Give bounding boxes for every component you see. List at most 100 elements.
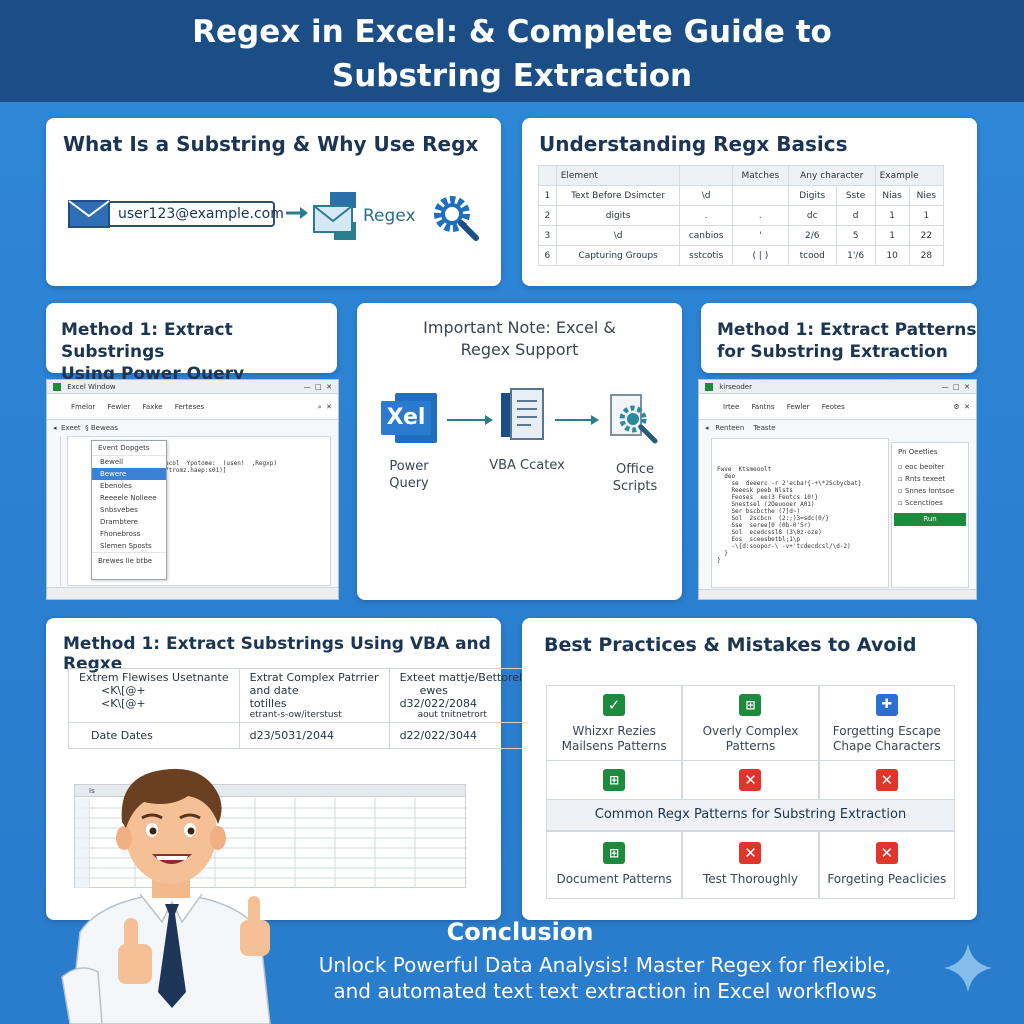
menu-item[interactable]: Ebenoles	[100, 482, 132, 490]
panel-item[interactable]: ▫ Snnes lontsoe	[898, 487, 955, 495]
practice-cell: ✚ Forgetting Escape Chape Characters	[818, 685, 955, 761]
excel-icon-text: Xel	[381, 401, 431, 435]
conclusion-text: Unlock Powerful Data Analysis! Master Re…	[300, 952, 910, 1004]
panel-item-label: eoc beoiter	[904, 463, 945, 471]
regex-label: Regex	[363, 206, 416, 226]
x-icon: ✕	[875, 842, 898, 864]
menu-item[interactable]: Fhonebross	[100, 530, 141, 538]
table-cell: Any character	[787, 165, 876, 186]
practice-text: Patterns	[725, 739, 776, 753]
table-cell: Extrat Complex Patrrier and date totille…	[238, 668, 390, 723]
arrow-right-icon	[555, 415, 599, 425]
cell-text: ewes	[419, 684, 448, 697]
menu-item[interactable]: Snbsvebes	[100, 506, 138, 514]
menu-item-selected[interactable]: Bewere	[92, 468, 166, 480]
panel-title: Pn Oeetlies	[898, 448, 938, 456]
panel-item-label: Rnts texeet	[904, 475, 946, 483]
panel-item[interactable]: ▫ eoc beoiter	[898, 463, 945, 471]
envelope-regex-icon	[313, 192, 356, 240]
table-cell: Text Before Dsimcter	[555, 185, 681, 206]
practice-row: ✓ Whizxr Rezies Mailsens Patterns ⊞ Over…	[546, 685, 955, 761]
menu-item[interactable]: Bewell	[100, 458, 124, 466]
menu-footer[interactable]: Brewes lie btbe	[92, 552, 166, 569]
sparkle-icon	[944, 944, 992, 992]
table-cell: digits	[555, 205, 681, 226]
table-header-row: Element Matches Any character Example	[538, 165, 945, 186]
regex-basics-table: Element Matches Any character Example 1 …	[538, 165, 945, 266]
table-cell: 5	[835, 225, 876, 246]
table-row: 6 Capturing Groups sstcotis ( | ) tcood …	[538, 245, 945, 266]
vba-examples-table: Extrem Flewises Usetnante <K\[@+ <K\[@+ …	[68, 668, 534, 749]
menu-item[interactable]: Reeeele Nolleee	[100, 494, 157, 502]
table-cell: 1	[538, 185, 557, 206]
cell-text: d32/022/2084	[399, 697, 477, 710]
ribbon-tab[interactable]: Ferteses	[174, 403, 205, 411]
practice-text: Mailsens Patterns	[561, 739, 667, 753]
code-area	[711, 438, 889, 588]
excel-logo-icon	[705, 383, 713, 391]
ribbon-tab[interactable]: Fewler	[786, 403, 810, 411]
practice-cell: ⊞ Overly Complex Patterns	[682, 685, 819, 761]
table-cell: 2/6	[787, 225, 837, 246]
search-icon[interactable]: ⌕ ✕	[317, 403, 332, 411]
table-cell: Nies	[908, 185, 945, 206]
menu-item[interactable]: Drambtere	[100, 518, 138, 526]
table-cell: Extrem Flewises Usetnante <K\[@+ <K\[@+	[68, 668, 240, 723]
table-cell: .	[679, 205, 733, 226]
vba-document-icon	[501, 388, 544, 440]
cell-text: totilles	[249, 697, 287, 710]
practice-cell: ⊞ Document Patterns	[546, 831, 683, 899]
ribbon-tab[interactable]: Irtee	[723, 403, 740, 411]
businessman-illustration	[61, 768, 271, 1024]
ribbon-tab[interactable]: Faxke	[142, 403, 163, 411]
icon-row: ⊞ ✕ ✕	[546, 761, 955, 799]
panel-item-label: Snnes lontsoe	[904, 487, 955, 495]
editor-tabs: ◂ Renteen Teaste	[705, 424, 776, 432]
run-button[interactable]: Run	[894, 513, 966, 526]
regex-basics-title: Understanding Regx Basics	[539, 132, 848, 156]
icon-cell: ⊞	[546, 761, 683, 799]
label-line: Query	[389, 476, 429, 491]
table-row: 2 digits . . dc d 1 1	[538, 205, 945, 226]
power-query-title-line-1: Method 1: Extract Substrings	[61, 320, 233, 362]
cell-text: aout tnitnetrort	[417, 710, 487, 720]
email-value: user123@example.com	[118, 206, 284, 222]
table-cell: .	[731, 205, 789, 226]
window-controls[interactable]: — □ ✕	[303, 383, 332, 391]
editor-tab[interactable]: Renteen	[715, 424, 745, 432]
table-row: Extrem Flewises Usetnante <K\[@+ <K\[@+ …	[68, 668, 534, 723]
settings-icon[interactable]: ⚙ ✕	[953, 403, 970, 411]
table-cell: Capturing Groups	[555, 245, 681, 266]
note-title-line-2: Regex Support	[460, 340, 579, 359]
substring-card-title: What Is a Substring & Why Use Regx	[63, 132, 479, 156]
table-cell: Matches	[731, 165, 789, 186]
table-cell: Exteet mattje/Bettorel ewes d32/022/2084…	[388, 668, 534, 723]
table-cell: Date Dates	[68, 722, 240, 749]
table-cell: \d	[679, 185, 733, 206]
ribbon-tab[interactable]: Fewler	[107, 403, 131, 411]
common-patterns-banner: Common Regx Patterns for Substring Extra…	[546, 799, 955, 831]
table-cell: d	[835, 205, 876, 226]
ribbon-tab[interactable]: Feotes	[821, 403, 845, 411]
patterns-title-line-2: for Substring Extraction	[717, 342, 948, 362]
spreadsheet-title: Is	[89, 787, 95, 795]
formula-tab[interactable]: Exeet	[60, 424, 81, 432]
table-cell: 6	[538, 245, 557, 266]
panel-item[interactable]: ▫ Scenctioes	[898, 499, 943, 507]
menu-item[interactable]: Slemen Sposts	[100, 542, 152, 550]
formula-tab[interactable]: Beweas	[90, 424, 118, 432]
query-code: ecol Ypotome: (usen! ,Regxp) /tromz.haep…	[165, 460, 277, 474]
excel-icon: Xel	[381, 393, 437, 443]
window-controls[interactable]: — □ ✕	[941, 383, 970, 391]
ribbon-tab[interactable]: Fantns	[751, 403, 775, 411]
table-cell: \d	[555, 225, 681, 246]
envelope-icon	[68, 200, 110, 228]
ribbon-tab[interactable]: Fmelor	[71, 403, 96, 411]
vba-label: VBA Ccatex	[489, 458, 565, 473]
status-bar	[47, 587, 338, 599]
panel-item[interactable]: ▫ Rnts texeet	[898, 475, 946, 483]
editor-tab[interactable]: Teaste	[753, 424, 776, 432]
table-cell: 1'/6	[835, 245, 876, 266]
cell-text: Extrat Complex Patrrier	[249, 671, 379, 684]
x-icon: ✕	[739, 842, 762, 864]
